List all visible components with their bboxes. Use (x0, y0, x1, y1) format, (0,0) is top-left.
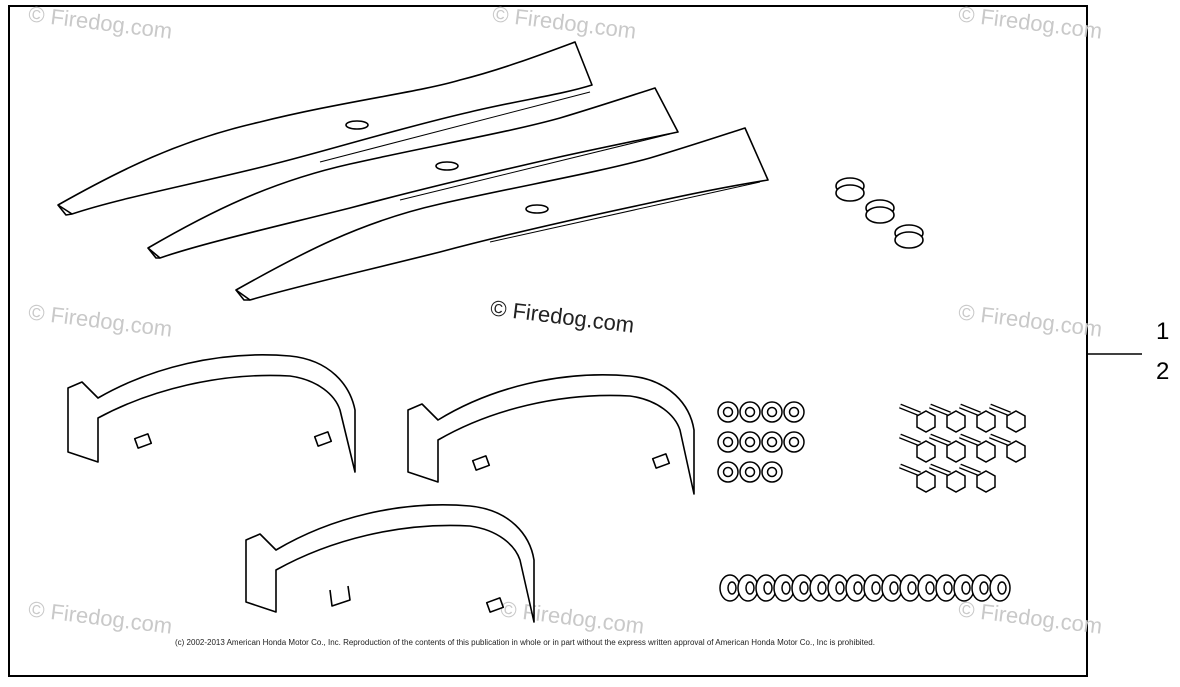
callout-number: 2 (1156, 358, 1170, 385)
flange-bolt (959, 403, 996, 433)
deck-baffle (67, 354, 356, 473)
flange-bolt (989, 403, 1026, 433)
washer (809, 574, 831, 602)
washer (845, 574, 867, 602)
flange-nut (761, 401, 783, 423)
washer (881, 574, 903, 602)
diagram-frame (8, 5, 1088, 677)
washer (719, 574, 741, 602)
flange-bolt (929, 403, 966, 433)
flange-nut (739, 461, 761, 483)
flange-nut (783, 431, 805, 453)
mower-blade (235, 127, 769, 301)
washer (953, 574, 975, 602)
washer (827, 574, 849, 602)
washer (899, 574, 921, 602)
mower-blade (57, 41, 593, 216)
mower-blade (147, 87, 679, 259)
washer (989, 574, 1011, 602)
deck-baffle (407, 374, 695, 495)
flange-bolt (959, 433, 996, 463)
washer (971, 574, 993, 602)
flange-nut (739, 401, 761, 423)
flange-bolt-group (899, 403, 1026, 493)
blade-bushing (835, 177, 924, 249)
copyright-notice: (c) 2002-2013 American Honda Motor Co., … (175, 638, 875, 647)
washer (917, 574, 939, 602)
flange-nut (717, 401, 739, 423)
washer (737, 574, 759, 602)
washer (863, 574, 885, 602)
callout-number: 1 (1156, 318, 1170, 345)
flange-nut (717, 461, 739, 483)
flange-nut (783, 401, 805, 423)
flange-nut (717, 431, 739, 453)
washer-group (719, 574, 1011, 602)
flange-bolt (899, 433, 936, 463)
washer (935, 574, 957, 602)
flange-bolt (929, 433, 966, 463)
flange-bolt (959, 463, 996, 493)
deck-baffle (245, 504, 535, 623)
flange-nut (761, 431, 783, 453)
flange-bolt (899, 403, 936, 433)
washer (791, 574, 813, 602)
flange-nut (739, 431, 761, 453)
flange-bolt (899, 463, 936, 493)
flange-bolt (929, 463, 966, 493)
washer (773, 574, 795, 602)
washer (755, 574, 777, 602)
flange-nut-group (717, 401, 805, 483)
flange-bolt (989, 433, 1026, 463)
flange-nut (761, 461, 783, 483)
